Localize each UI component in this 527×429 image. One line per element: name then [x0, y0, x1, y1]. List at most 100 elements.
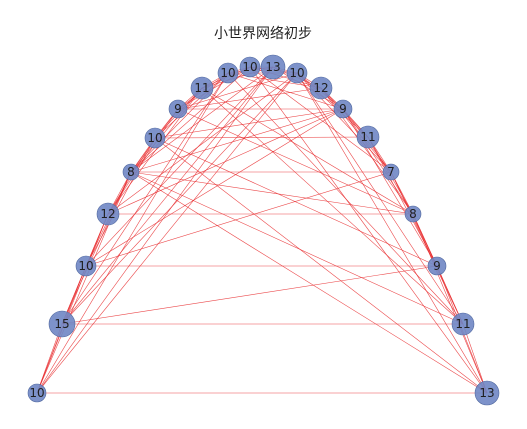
node-circle [122, 163, 140, 181]
node-n5: 10 [144, 127, 166, 149]
edge-n1-n10 [61, 66, 274, 325]
edge-n8-n13 [227, 72, 344, 110]
chart-title: 小世界网络初步 [214, 25, 312, 42]
edge-n1-n4 [61, 171, 132, 325]
node-circle [474, 380, 500, 406]
node-label: 8 [409, 207, 417, 221]
node-label: 11 [194, 81, 209, 95]
node-label: 11 [455, 317, 470, 331]
edge-n2-n13 [85, 108, 344, 267]
node-circle [48, 310, 76, 338]
node-circle [451, 312, 475, 336]
node-circle [144, 127, 166, 149]
node-circle [309, 76, 333, 100]
node-label: 10 [78, 259, 93, 273]
node-label: 10 [220, 66, 235, 80]
node-circle [96, 202, 120, 226]
edge-n0-n11 [36, 72, 298, 394]
edge-n4-n9 [130, 66, 251, 173]
edge-n7-n18 [201, 87, 464, 325]
node-n6: 9 [168, 99, 188, 119]
node-circle [427, 256, 447, 276]
node-label: 12 [313, 81, 328, 95]
node-label: 9 [433, 259, 441, 273]
node-circle [333, 99, 353, 119]
node-n14: 11 [356, 125, 380, 149]
node-label: 10 [147, 131, 162, 145]
node-label: 9 [174, 102, 182, 116]
edge-n1-n17 [61, 265, 438, 325]
edge-n7-n16 [201, 87, 414, 215]
edge-n3-n13 [107, 108, 344, 215]
node-n7: 11 [190, 76, 214, 100]
node-n3: 12 [96, 202, 120, 226]
edge-n2-n5 [85, 137, 156, 267]
node-circle [286, 62, 308, 84]
node-n0: 10 [27, 383, 47, 403]
node-n11: 10 [286, 62, 308, 84]
node-circle [356, 125, 380, 149]
edge-n4-n18 [130, 171, 464, 325]
edge-n0-n8 [36, 72, 229, 394]
edge-n5-n19 [154, 137, 488, 394]
edge-n12-n15 [320, 87, 392, 173]
edge-n2-n15 [85, 171, 392, 267]
edge-n9-n19 [249, 66, 488, 394]
node-label: 8 [127, 165, 135, 179]
edge-n16-n19 [412, 213, 488, 394]
node-n18: 11 [451, 312, 475, 336]
edge-n5-n17 [154, 137, 438, 267]
node-circle [217, 62, 239, 84]
edge-n11-n19 [296, 72, 488, 394]
node-circle [190, 76, 214, 100]
edge-n13-n16 [342, 108, 414, 215]
edge-n6-n11 [177, 72, 298, 110]
edge-n4-n16 [130, 171, 414, 215]
node-circle [27, 383, 47, 403]
edge-n9-n15 [249, 66, 392, 173]
node-label: 13 [479, 386, 494, 400]
edge-n13-n17 [342, 108, 438, 267]
node-label: 15 [54, 317, 69, 331]
node-label: 12 [100, 207, 115, 221]
edge-n0-n3 [36, 213, 109, 394]
node-n19: 13 [474, 380, 500, 406]
node-n10: 13 [260, 54, 286, 80]
node-layer: 10 15 10 12 8 10 9 11 10 10 13 10 12 9 11 7 8 9 11 13 [27, 54, 500, 406]
node-circle [168, 99, 188, 119]
node-n1: 15 [48, 310, 76, 338]
edge-n6-n16 [177, 108, 414, 215]
edge-n2-n10 [85, 66, 274, 267]
edge-n6-n12 [177, 87, 322, 110]
edge-n5-n14 [154, 136, 369, 139]
edge-layer [36, 66, 488, 394]
edge-n0-n10 [36, 66, 274, 394]
edge-n4-n7 [130, 87, 203, 173]
node-n17: 9 [427, 256, 447, 276]
node-circle [382, 163, 400, 181]
node-n15: 7 [382, 163, 400, 181]
node-n2: 10 [75, 255, 97, 277]
node-n13: 9 [333, 99, 353, 119]
edge-n11-n18 [296, 72, 464, 325]
node-label: 10 [29, 386, 44, 400]
node-label: 10 [289, 66, 304, 80]
node-label: 9 [339, 102, 347, 116]
node-n16: 8 [404, 205, 422, 223]
node-circle [260, 54, 286, 80]
edge-n4-n13 [130, 108, 344, 173]
node-n4: 8 [122, 163, 140, 181]
edge-n3-n11 [107, 72, 298, 215]
node-n12: 12 [309, 76, 333, 100]
edge-n1-n11 [61, 72, 298, 325]
node-label: 10 [242, 60, 257, 74]
node-label: 13 [265, 60, 280, 74]
edge-n1-n8 [61, 72, 229, 325]
edge-n4-n19 [130, 171, 488, 394]
edge-n5-n13 [154, 108, 344, 139]
node-n9: 10 [239, 56, 261, 78]
node-circle [75, 255, 97, 277]
node-label: 11 [360, 130, 375, 144]
node-n8: 10 [217, 62, 239, 84]
